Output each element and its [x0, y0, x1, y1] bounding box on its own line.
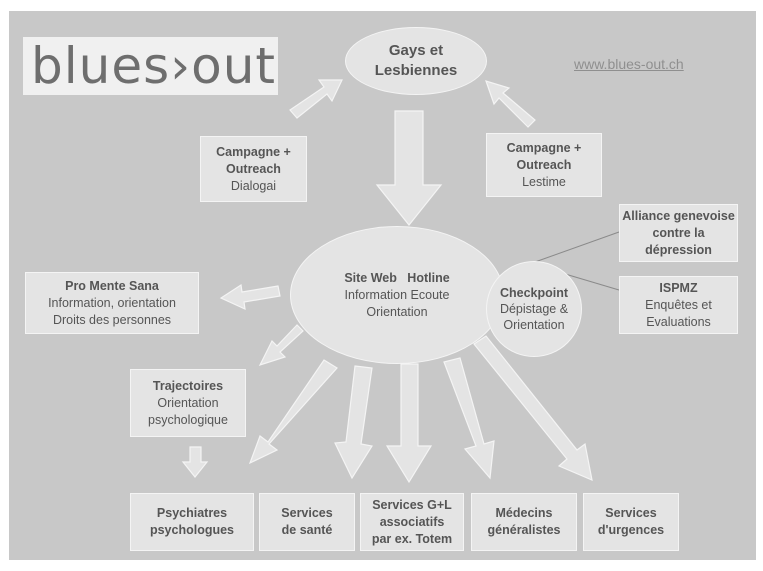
arrow-to-psychiatres [248, 359, 338, 465]
medecins-line1: Médecins [495, 506, 553, 520]
center-oval-site-web-hotline: Site Web Hotline Information Ecoute Orie… [290, 226, 504, 364]
campaign-left-box: Campagne + Outreach Dialogai [200, 136, 307, 202]
pro-mente-line3: Droits des personnes [52, 312, 172, 327]
campaign-right-box: Campagne + Outreach Lestime [486, 133, 602, 197]
arrow-to-urgences [473, 335, 593, 481]
center-oval-line3: Orientation [366, 304, 428, 319]
campaign-left-title2: Outreach [226, 161, 281, 176]
ispmz-line3: Evaluations [646, 314, 711, 329]
arrow-down-main [375, 110, 443, 226]
pro-mente-title: Pro Mente Sana [65, 278, 159, 293]
associatifs-line3: par ex. Totem [371, 531, 453, 546]
urgences-line1: Services [605, 506, 657, 520]
checkpoint-title: Checkpoint [499, 286, 569, 300]
alliance-line3: dépression [645, 242, 712, 257]
ispmz-title: ISPMZ [659, 280, 698, 295]
alliance-box: Alliance genevoise contre la dépression [619, 204, 738, 262]
arrow-to-medecins [443, 357, 495, 480]
medecins-box: Médecins généralistes [471, 493, 577, 551]
alliance-line1: Alliance genevoise [622, 208, 735, 223]
services-sante-box: Services de santé [259, 493, 355, 551]
blues-out-logo: blues›out [23, 37, 278, 95]
alliance-line2: contre la [652, 225, 705, 240]
arrow-to-pro-mente [219, 283, 281, 311]
trajectoires-title: Trajectoires [152, 378, 224, 393]
checkpoint-line2: Dépistage & [499, 302, 569, 316]
campaign-right-title2: Outreach [516, 157, 572, 172]
ispmz-box: ISPMZ Enquêtes et Evaluations [619, 276, 738, 334]
medecins-line2: généralistes [487, 523, 561, 537]
psychiatres-line1: Psychiatres [156, 506, 228, 520]
sante-line2: de santé [281, 523, 333, 537]
trajectoires-line3: psychologique [148, 412, 228, 427]
services-associatifs-box: Services G+L associatifs par ex. Totem [360, 493, 464, 551]
top-oval-line2: Lesbiennes [374, 62, 458, 79]
arrow-trajectoires-down [181, 446, 209, 478]
trajectoires-line2: Orientation [157, 395, 219, 410]
psychiatres-box: Psychiatres psychologues [130, 493, 254, 551]
checkpoint-line3: Orientation [503, 318, 565, 332]
arrow-to-associatifs [385, 363, 433, 484]
associatifs-line1: Services G+L [372, 497, 452, 512]
logo-text: blues›out [31, 37, 277, 95]
psychiatres-line2: psychologues [149, 523, 235, 537]
arrow-to-sante [334, 365, 373, 480]
campaign-left-title1: Campagne + [216, 144, 291, 159]
arrow-up-left [289, 79, 343, 119]
campaign-left-sub: Dialogai [230, 178, 277, 193]
pro-mente-sana-box: Pro Mente Sana Information, orientation … [25, 272, 199, 334]
pro-mente-line2: Information, orientation [48, 295, 176, 310]
ispmz-line2: Enquêtes et [645, 297, 712, 312]
services-urgences-box: Services d'urgences [583, 493, 679, 551]
arrow-up-right [485, 80, 536, 128]
associatifs-line2: associatifs [379, 514, 445, 529]
trajectoires-box: Trajectoires Orientation psychologique [130, 369, 246, 437]
campaign-right-title1: Campagne + [506, 140, 582, 155]
checkpoint-circle: Checkpoint Dépistage & Orientation [486, 261, 582, 357]
top-oval-line1: Gays et [388, 42, 444, 59]
sante-line1: Services [281, 506, 333, 520]
center-oval-line2: Information Ecoute [344, 287, 450, 302]
urgences-line2: d'urgences [597, 523, 665, 537]
top-oval-gays-lesbiennes: Gays et Lesbiennes [345, 27, 487, 95]
center-oval-head: Site Web Hotline [344, 270, 450, 285]
connector-alliance [534, 231, 620, 263]
arrow-to-trajectoires [258, 324, 304, 367]
campaign-right-sub: Lestime [522, 174, 566, 189]
website-link[interactable]: www.blues-out.ch [574, 56, 684, 72]
